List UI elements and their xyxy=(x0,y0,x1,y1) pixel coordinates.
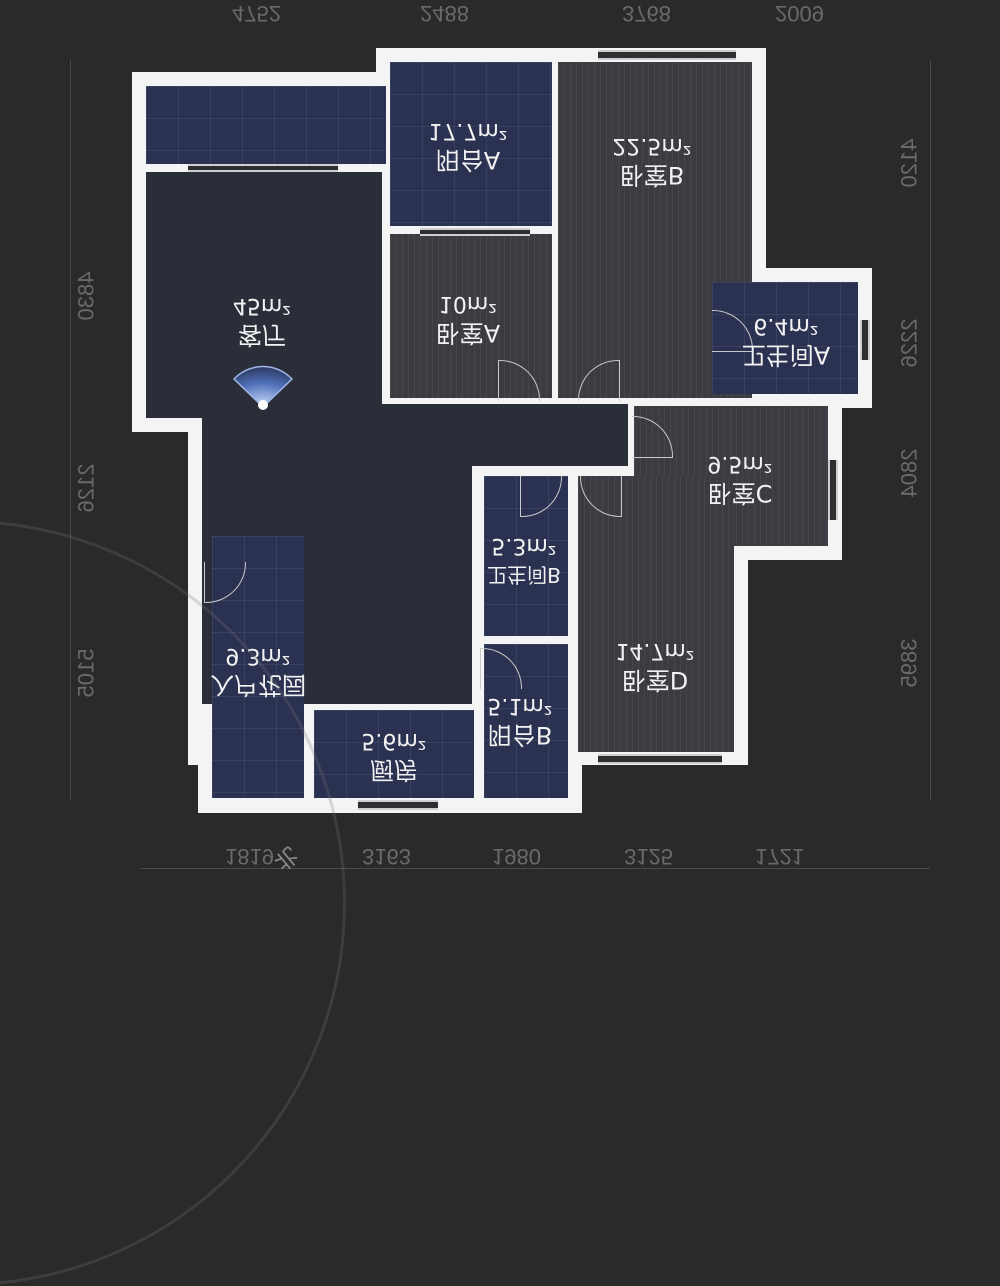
dimension-line-left xyxy=(70,60,71,800)
window-bedroom-c xyxy=(828,460,838,520)
room-balcony-a-strip xyxy=(146,86,386,164)
dimension-left-2: 2126 xyxy=(73,463,99,513)
dimension-right-1: 4120 xyxy=(896,138,922,188)
room-balcony-a xyxy=(390,62,552,226)
window-bedroom-b xyxy=(598,50,736,60)
dimension-bottom-2: 3163 xyxy=(362,844,411,869)
viewpoint-fan-icon[interactable] xyxy=(230,365,296,411)
dimension-right-3: 2804 xyxy=(896,448,922,498)
dimension-top-2: 2488 xyxy=(420,1,469,26)
dimension-right-4: 3895 xyxy=(896,638,922,688)
dimension-top-1: 4752 xyxy=(232,1,281,26)
window-bedroom-a-top xyxy=(420,228,530,236)
room-bedroom-d xyxy=(578,476,734,752)
dimension-left-1: 4830 xyxy=(73,271,99,321)
window-living-top xyxy=(188,164,338,172)
room-balcony-b xyxy=(484,644,568,798)
dimension-right-2: 2226 xyxy=(896,318,922,368)
dimension-bottom-5: 1721 xyxy=(755,844,804,869)
dimension-top-4: 2009 xyxy=(775,1,824,26)
room-kitchen xyxy=(314,710,474,798)
window-bathroom-a xyxy=(860,320,870,360)
dimension-bottom-4: 3125 xyxy=(624,844,673,869)
dimension-line-right xyxy=(930,60,931,800)
window-bedroom-d xyxy=(598,754,722,764)
dimension-line-bottom xyxy=(140,868,930,869)
window-kitchen xyxy=(358,800,438,810)
dimension-bottom-3: 1980 xyxy=(492,844,541,869)
dimension-top-3: 3768 xyxy=(622,1,671,26)
